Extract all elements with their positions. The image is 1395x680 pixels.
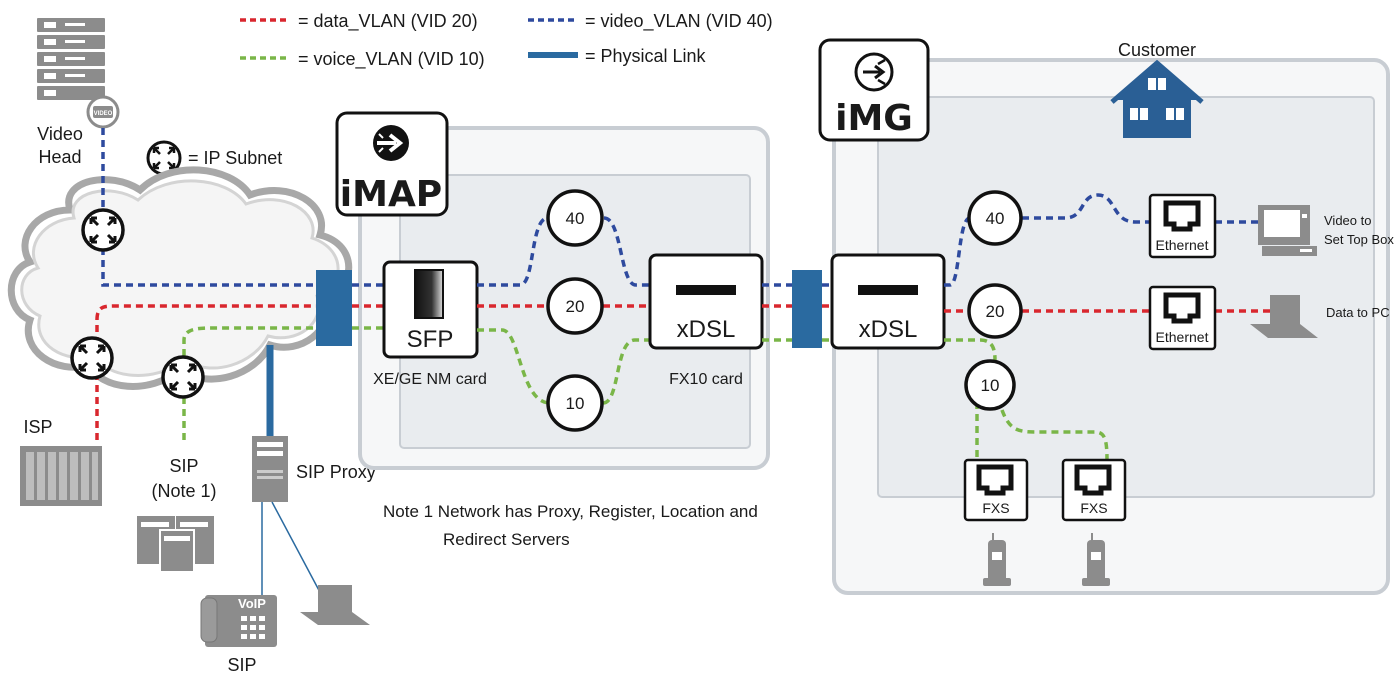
isp-label: ISP: [23, 417, 52, 437]
voice-vlan-line-left: [182, 326, 316, 440]
sip-proxy-label: SIP Proxy: [296, 462, 376, 482]
router-icon: [161, 355, 205, 399]
xdsl-label-img: xDSL: [859, 316, 918, 343]
video-vlan-path-img-in: [944, 216, 971, 287]
ip-subnet-label: = IP Subnet: [188, 148, 282, 168]
video-head-label-1: Video: [37, 124, 83, 144]
video-vlan-path-imap-out: [603, 216, 652, 287]
voip-badge-text: VoIP: [238, 596, 266, 611]
laptop-icon: [1250, 295, 1318, 338]
ethernet-port-1: Ethernet: [1148, 193, 1217, 259]
tv-icon: [1258, 205, 1317, 256]
vid-10-label: 10: [566, 394, 585, 413]
note-line-1: Note 1 Network has Proxy, Register, Loca…: [383, 502, 758, 521]
phone-jack-icon: [976, 464, 1014, 496]
data-dest-label: Data to PC: [1326, 305, 1390, 320]
voip-phone-icon: VoIP: [200, 595, 277, 647]
vid-40-label: 40: [986, 209, 1005, 228]
video-dest-label-1: Video to: [1324, 213, 1371, 228]
router-icon: [81, 208, 125, 252]
ethernet-port-2: Ethernet: [1148, 285, 1217, 351]
fxs-port-2: FXS: [1061, 458, 1127, 522]
sip-phone-label: SIP: [227, 655, 256, 675]
sfp-card: SFP: [382, 260, 479, 359]
data-vlan-line-left: [95, 304, 316, 440]
video-head-server-icon: [37, 18, 105, 100]
video-badge-text: VIDEO: [94, 111, 113, 117]
xdsl-card-img: xDSL: [830, 253, 946, 350]
ethernet-jack-icon: [1163, 200, 1201, 232]
fx10-card-label: FX10 card: [669, 371, 743, 388]
legend-video-label: = video_VLAN (VID 40): [585, 11, 773, 32]
ip-subnet-legend: = IP Subnet: [146, 140, 282, 176]
imap-logo-text: iMAP: [340, 174, 442, 215]
sfp-module-icon: [414, 269, 444, 319]
note-line-2: Redirect Servers: [443, 530, 570, 549]
customer-label: Customer: [1118, 40, 1196, 60]
vid-20-node-img: 20: [967, 283, 1023, 339]
imap-logo: iMAP: [335, 111, 449, 217]
ethernet-jack-icon: [1163, 292, 1201, 324]
sip-note-label-1: SIP: [169, 456, 198, 476]
vid-10-label: 10: [981, 376, 1000, 395]
house-icon: [1110, 59, 1204, 138]
xdsl-port-icon: [676, 285, 736, 295]
physical-link-block-left: [316, 270, 352, 346]
vid-20-label: 20: [986, 302, 1005, 321]
sfp-card-label: XE/GE NM card: [373, 371, 487, 388]
physical-link-pc: [271, 501, 323, 597]
sip-proxy-server-icon: [252, 436, 288, 502]
vid-10-node-img: 10: [964, 359, 1016, 411]
sip-servers-icon: [137, 516, 214, 573]
voice-vlan-path-imap-in: [477, 328, 551, 405]
vid-10-node-imap: 10: [546, 374, 604, 432]
router-icon: [70, 336, 114, 380]
cordless-phone-icon: [983, 533, 1011, 586]
voice-vlan-path-img-in: [944, 338, 997, 361]
voice-vlan-path-fxs2: [1000, 409, 1109, 461]
video-badge-icon: VIDEO: [86, 95, 120, 129]
video-head-label-2: Head: [38, 147, 81, 167]
fxs-port-1: FXS: [963, 458, 1029, 522]
sip-note-label-2: (Note 1): [151, 481, 216, 501]
fxs-label-1: FXS: [982, 500, 1009, 516]
xdsl-card-imap: xDSL: [648, 253, 764, 350]
phone-jack-icon: [1074, 464, 1112, 496]
xdsl-port-icon: [858, 285, 918, 295]
video-vlan-line-left: [101, 128, 316, 287]
xdsl-label-imap: xDSL: [677, 316, 736, 343]
video-vlan-path-imap-in: [477, 216, 549, 287]
sfp-label: SFP: [407, 326, 454, 353]
img-logo: iMG: [818, 38, 930, 142]
cordless-phone-icon: [1082, 533, 1110, 586]
ethernet-label-1: Ethernet: [1156, 237, 1209, 253]
vid-40-label: 40: [566, 209, 585, 228]
isp-server-icon: [20, 446, 102, 506]
legend-physical-label: = Physical Link: [585, 46, 707, 66]
img-logo-text: iMG: [835, 98, 913, 139]
video-dest-label-2: Set Top Box: [1324, 232, 1394, 247]
vid-40-node-img: 40: [967, 190, 1023, 246]
fxs-label-2: FXS: [1080, 500, 1107, 516]
legend: = data_VLAN (VID 20) = voice_VLAN (VID 1…: [240, 11, 773, 70]
legend-data-label: = data_VLAN (VID 20): [298, 11, 478, 32]
laptop-icon: [300, 585, 370, 625]
vid-20-label: 20: [566, 297, 585, 316]
video-vlan-path-img-out: [1022, 193, 1150, 224]
ethernet-label-2: Ethernet: [1156, 329, 1209, 345]
legend-voice-label: = voice_VLAN (VID 10): [298, 49, 485, 70]
physical-link-block-middle: [792, 270, 822, 348]
vid-40-node-imap: 40: [546, 189, 604, 247]
voice-vlan-path-imap-out: [602, 338, 652, 405]
vid-20-node-imap: 20: [546, 277, 604, 335]
network-cloud: [7, 166, 353, 390]
